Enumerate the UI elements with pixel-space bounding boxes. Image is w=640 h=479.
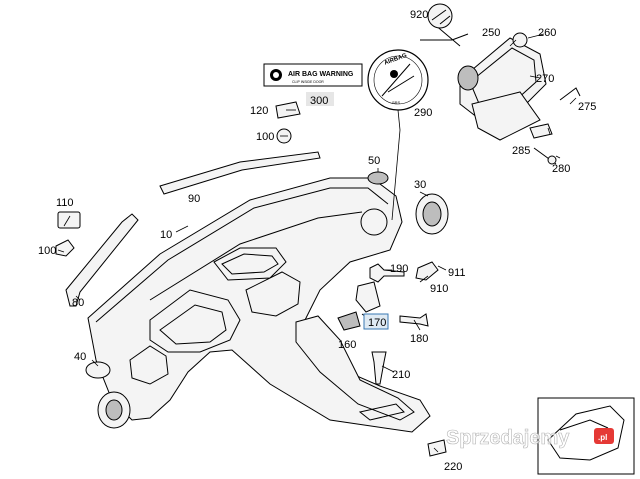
label-260: 260: [538, 27, 556, 39]
button-50: [367, 171, 389, 185]
label-10: 10: [160, 229, 172, 241]
label-180: 180: [410, 333, 428, 345]
label-300: 300: [310, 95, 328, 107]
vent-40: [85, 361, 111, 379]
label-160: 160: [338, 339, 356, 351]
knob-160: [337, 311, 361, 331]
screw-220: [427, 439, 447, 457]
label-190: 190: [390, 263, 408, 275]
label-275: 275: [578, 101, 596, 113]
airbag-warning-subtext: CLIP INSIDE DOOR: [292, 80, 324, 84]
label-300-box: [306, 92, 334, 106]
windshield-trim-90: [159, 151, 321, 195]
label-40: 40: [74, 351, 86, 363]
switch-160: [355, 281, 381, 313]
label-170: 170: [368, 317, 386, 329]
label-220: 220: [444, 461, 462, 473]
label-250: 250: [482, 27, 500, 39]
speaker-ring: [360, 208, 388, 236]
label-210: 210: [392, 369, 410, 381]
airbag-warning-text: AIR BAG WARNING: [288, 71, 354, 78]
cover-110: [57, 211, 81, 229]
label-100-left: 100: [38, 245, 56, 257]
label-110: 110: [56, 197, 74, 209]
label-50: 50: [368, 155, 380, 167]
wrench-icon: [427, 3, 453, 29]
air-vent-30-inner: [422, 201, 442, 227]
label-285: 285: [512, 145, 530, 157]
airbag-warning-sticker: [263, 63, 363, 87]
label-120: 120: [250, 105, 268, 117]
label-90: 90: [188, 193, 200, 205]
label-920: 920: [410, 9, 428, 21]
watermark-text: Sprzedajemy: [446, 427, 570, 449]
screw-190: [369, 263, 405, 283]
clip-100-left: [55, 239, 75, 257]
label-911: 911: [448, 267, 466, 279]
dashboard-panel: [87, 177, 431, 433]
label-100-top: 100: [256, 131, 274, 143]
label-910: 910: [430, 283, 448, 295]
airbag-round-subtext: SRS: [392, 100, 401, 105]
watermark-badge-text: .pl: [598, 433, 607, 442]
inset-thumbnail: [537, 397, 635, 475]
pillar-trim-80: [65, 213, 139, 307]
vent-bottom-left-inner: [105, 399, 123, 421]
watermark-badge: [594, 428, 614, 444]
label-270: 270: [536, 73, 554, 85]
bracket-910: [415, 261, 439, 281]
watermark: Sprzedajemy .pl: [446, 427, 614, 449]
screw-210: [371, 351, 387, 385]
label-290: 290: [414, 107, 432, 119]
label-80: 80: [72, 297, 84, 309]
label-280: 280: [552, 163, 570, 175]
label-170-box: [363, 313, 389, 330]
label-30: 30: [414, 179, 426, 191]
